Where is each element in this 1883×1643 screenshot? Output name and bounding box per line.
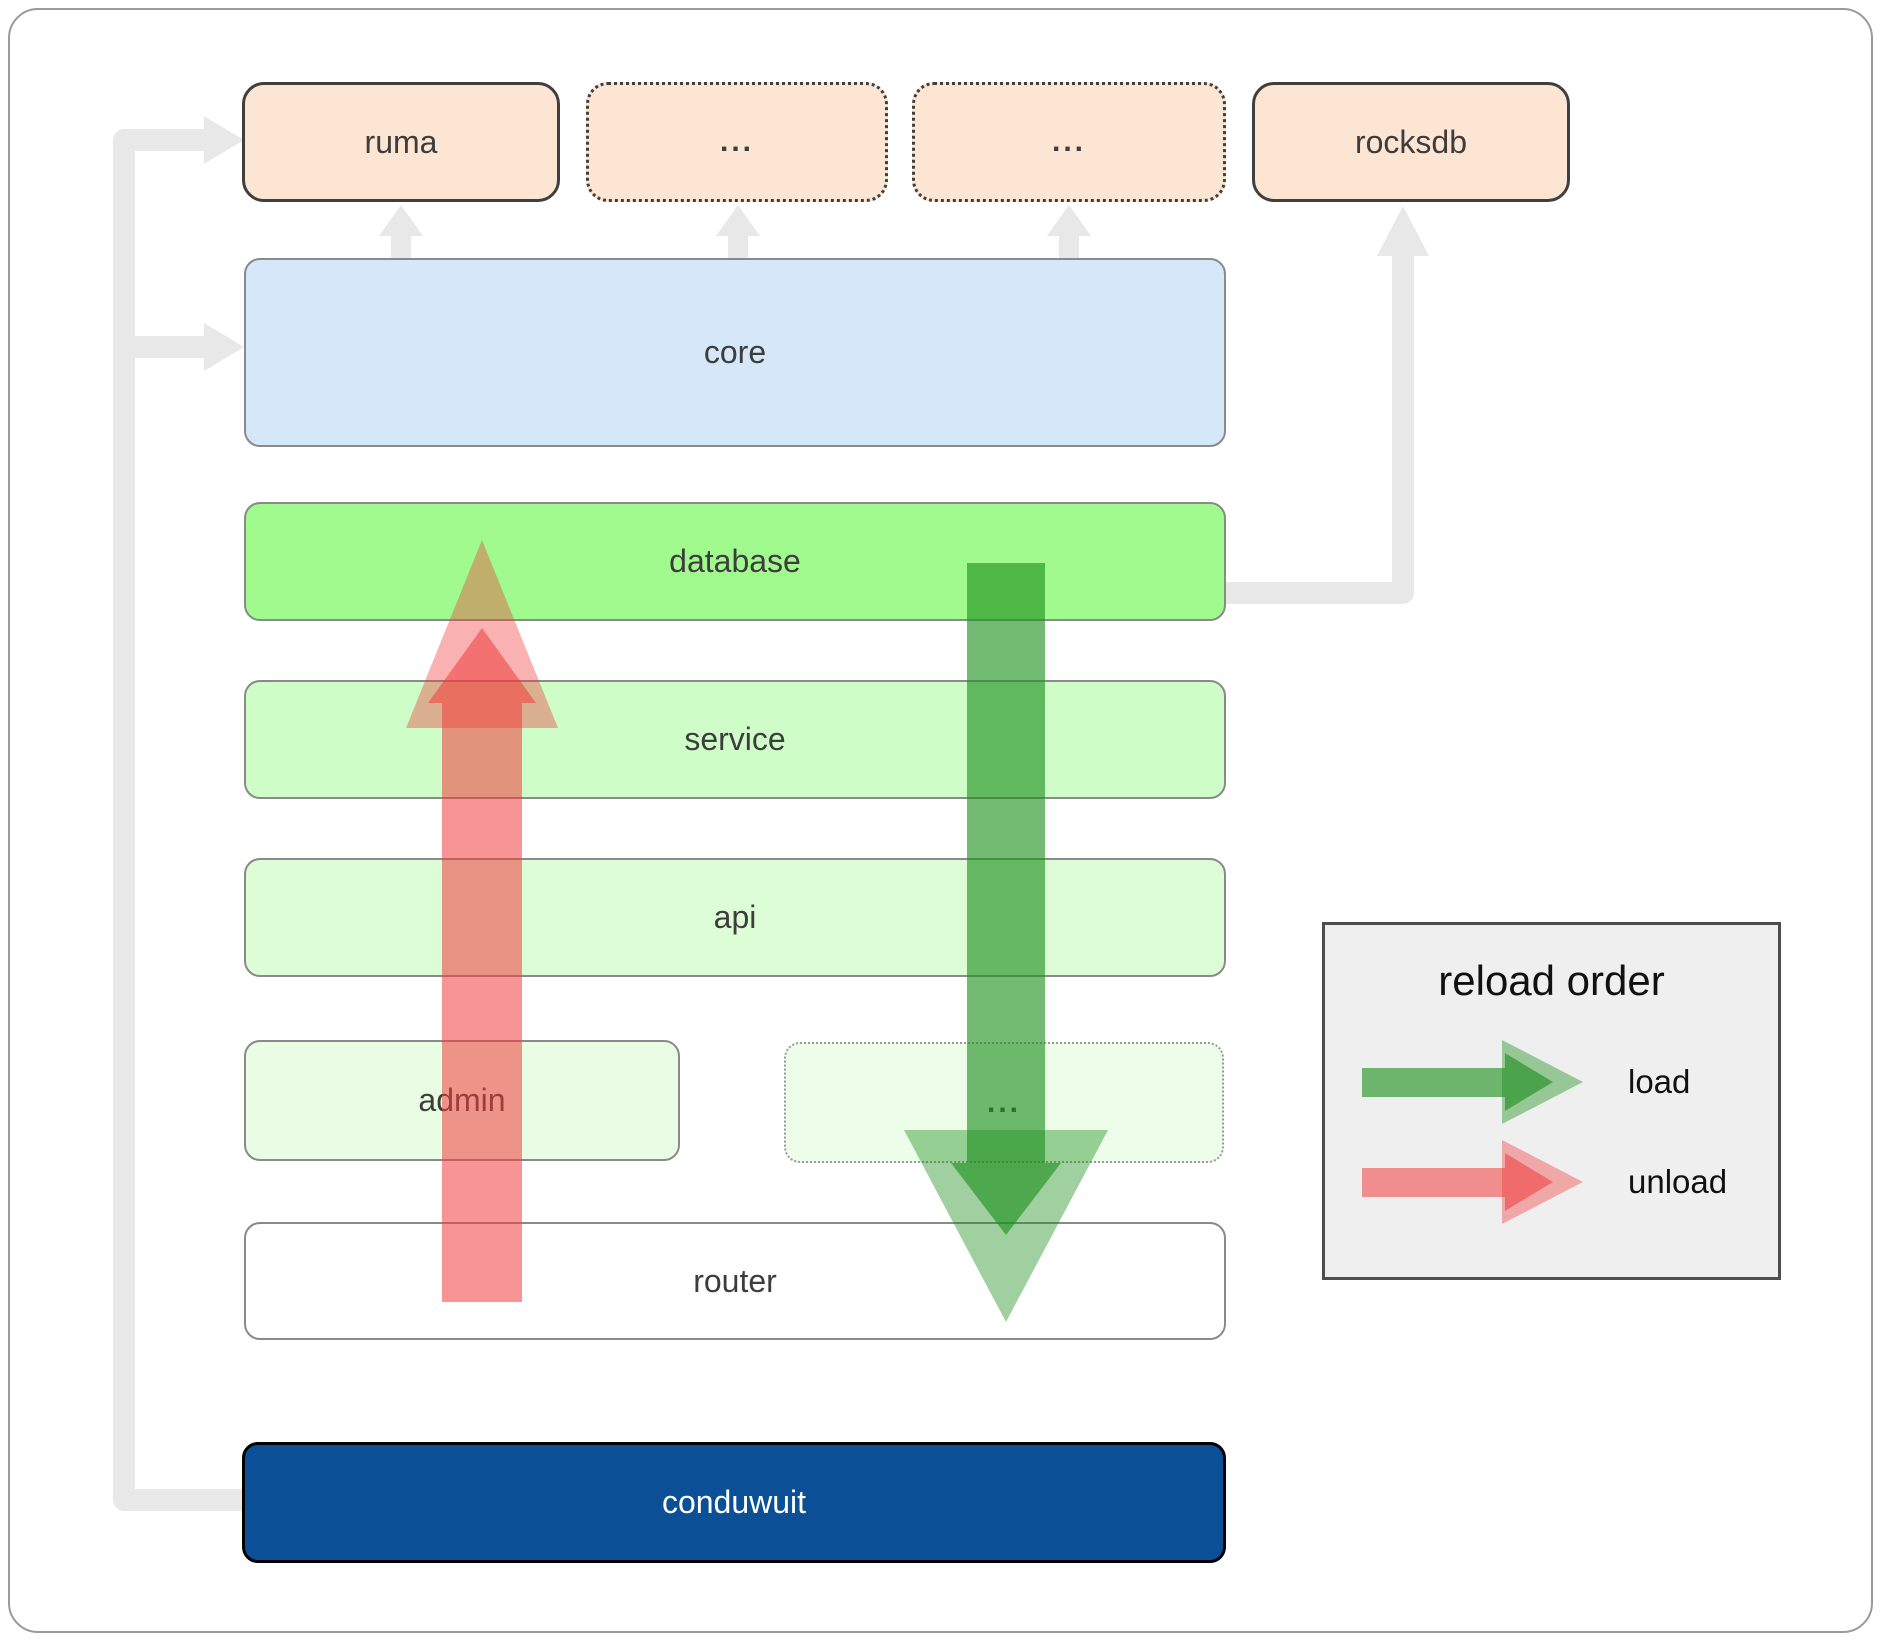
box-router-label: router <box>693 1262 777 1299</box>
box-ellipsis-right: ... <box>912 82 1226 202</box>
box-core: core <box>244 258 1226 447</box>
box-database-label: database <box>669 543 801 579</box>
box-conduwuit-label: conduwuit <box>661 1484 807 1520</box>
box-router: router <box>244 1222 1226 1340</box>
outer-frame <box>8 8 1873 1633</box>
box-rocksdb: rocksdb <box>1252 82 1570 202</box>
box-rocksdb-label: rocksdb <box>1354 123 1468 160</box>
box-conduwuit: conduwuit <box>242 1442 1226 1563</box>
box-api-label: api <box>713 899 757 935</box>
legend-title: reload order <box>1438 957 1665 1004</box>
legend-unload-label: unload <box>1628 1163 1728 1200</box>
box-service: service <box>244 680 1226 799</box>
box-service-label: service <box>684 721 786 757</box>
box-core-label: core <box>703 334 767 370</box>
box-ellipsis-right-label: ... <box>1051 125 1086 158</box>
box-admin-ellipsis: ... <box>784 1042 1224 1163</box>
box-api: api <box>244 858 1226 977</box>
box-admin-ellipsis-label: ... <box>986 1085 1021 1119</box>
box-ellipsis-left: ... <box>586 82 888 202</box>
box-database: database <box>244 502 1226 621</box>
box-ellipsis-left-label: ... <box>719 125 754 158</box>
box-ruma: ruma <box>242 82 560 202</box>
legend: reload order load unload <box>1322 922 1781 1280</box>
box-ruma-label: ruma <box>364 123 438 160</box>
box-admin-label: admin <box>418 1082 506 1118</box>
legend-load-label: load <box>1628 1063 1691 1100</box>
box-admin: admin <box>244 1040 680 1161</box>
